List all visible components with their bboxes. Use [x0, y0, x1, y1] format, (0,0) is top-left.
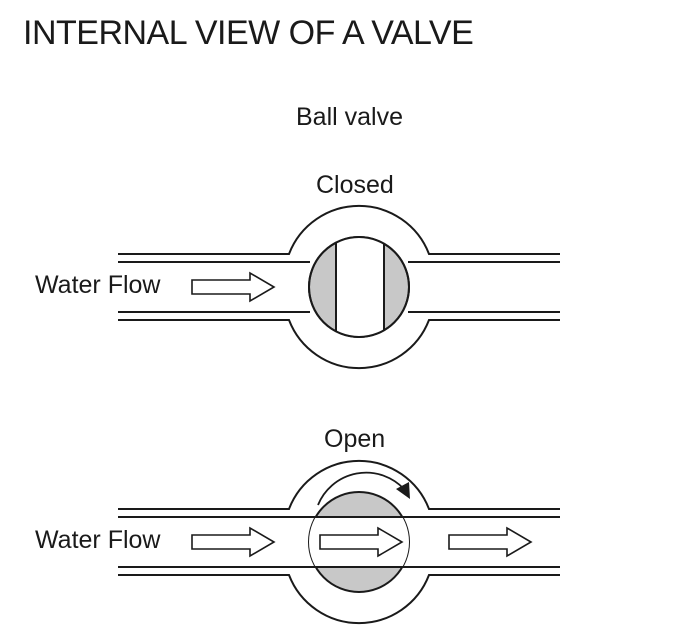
open-pipe-outer-bottom	[118, 574, 560, 625]
diagram-subtitle: Ball valve	[296, 103, 403, 131]
open-pipe-outer-top	[118, 459, 560, 510]
open-water-flow-label: Water Flow	[35, 526, 161, 554]
open-flow-arrow-2	[319, 526, 404, 558]
closed-pipe-outer-top	[118, 204, 560, 255]
closed-ball-bore	[336, 237, 384, 337]
closed-valve	[118, 204, 560, 370]
open-label: Open	[324, 425, 386, 453]
rotation-arrowhead	[396, 482, 410, 499]
open-flow-arrow-1	[191, 526, 276, 558]
rotation-arrow-arc	[317, 471, 405, 506]
closed-label: Closed	[316, 171, 394, 199]
open-flow-arrow-3	[448, 526, 533, 558]
closed-flow-arrow	[191, 271, 276, 303]
open-valve	[118, 459, 560, 625]
diagram-title: INTERNAL VIEW OF A VALVE	[23, 14, 474, 52]
open-pipe-bore-lines	[118, 516, 560, 568]
closed-ball	[308, 236, 410, 338]
closed-water-flow-label: Water Flow	[35, 271, 161, 299]
closed-pipe-outer-bottom	[118, 319, 560, 370]
